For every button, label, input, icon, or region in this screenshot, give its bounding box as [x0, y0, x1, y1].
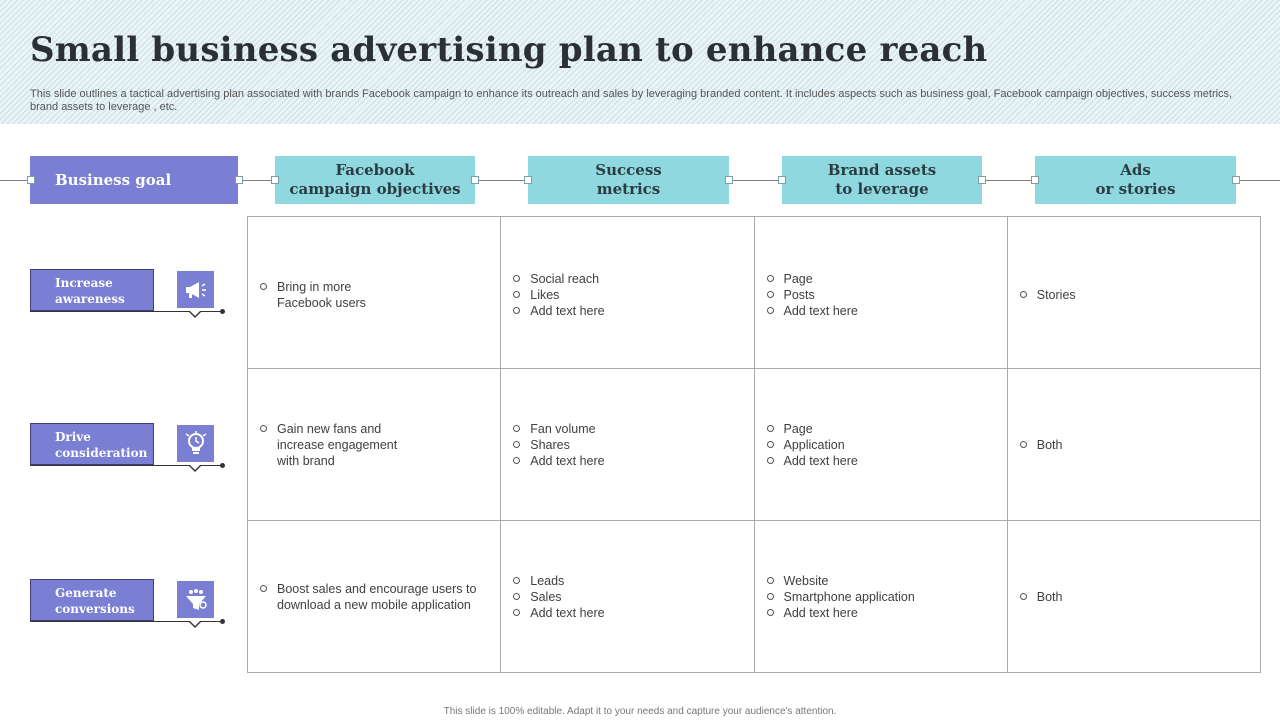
- cell-assets: Page Application Add text here: [753, 368, 1008, 521]
- list-item-text: Boost sales and encourage users to: [277, 582, 477, 596]
- connector-handle: [1031, 176, 1039, 184]
- list-item: Both: [1019, 437, 1248, 453]
- list-item: Both: [1019, 589, 1248, 605]
- goal-underline: [30, 311, 222, 312]
- header-band: [0, 0, 1280, 124]
- connector-handle: [725, 176, 733, 184]
- goal-line-notch: [189, 311, 201, 318]
- list-item: Page: [766, 421, 995, 437]
- list-item: Application: [766, 437, 995, 453]
- goal-label-line2: conversions: [55, 602, 135, 616]
- connector-handle: [27, 176, 35, 184]
- table-row: Gain new fans and increase engagement with…: [246, 368, 1262, 521]
- list-item: Add text here: [766, 605, 995, 621]
- header-ads-or-stories-line2: or stories: [1095, 180, 1176, 198]
- list-item: Add text here: [766, 303, 995, 319]
- header-campaign-objectives-line1: Facebook: [335, 161, 415, 179]
- list-item: Add text here: [766, 453, 995, 469]
- header-ads-or-stories: Ads or stories: [1035, 156, 1236, 204]
- list-item: Shares: [513, 437, 741, 453]
- connector-handle: [235, 176, 243, 184]
- header-ads-or-stories-line1: Ads: [1120, 161, 1151, 179]
- list-item: Add text here: [513, 303, 741, 319]
- list-item: Posts: [766, 287, 995, 303]
- list-item: Social reach: [513, 271, 741, 287]
- cell-ads: Both: [1006, 368, 1262, 521]
- cell-objective: Gain new fans and increase engagement with…: [246, 368, 502, 521]
- cell-assets: Page Posts Add text here: [753, 216, 1008, 369]
- connector-handle: [1232, 176, 1240, 184]
- goal-underline: [30, 621, 222, 622]
- footer-note: This slide is 100% editable. Adapt it to…: [443, 706, 837, 717]
- connector-handle: [524, 176, 532, 184]
- header-success-metrics-line1: Success: [595, 161, 662, 179]
- cell-assets: Website Smartphone application Add text …: [753, 520, 1008, 673]
- list-item: Boost sales and encourage users to downlo…: [260, 581, 488, 613]
- list-item-text: Bring in more: [277, 280, 352, 294]
- connector-handle: [978, 176, 986, 184]
- goal-label-increase-awareness: Increase awareness: [30, 269, 154, 311]
- header-business-goal: Business goal: [30, 156, 238, 204]
- goal-line-dot: [220, 463, 225, 468]
- cell-metrics: Leads Sales Add text here: [500, 520, 755, 673]
- cell-objective: Boost sales and encourage users to downlo…: [246, 520, 502, 673]
- header-success-metrics: Success metrics: [528, 156, 729, 204]
- header-brand-assets-line1: Brand assets: [827, 161, 937, 179]
- header-brand-assets-line2: to leverage: [835, 180, 929, 198]
- goal-underline: [30, 465, 222, 466]
- list-item: Gain new fans and increase engagement with…: [260, 421, 488, 469]
- goal-line-notch: [189, 465, 201, 472]
- list-item-text: Gain new fans and: [277, 422, 382, 436]
- header-campaign-objectives-line2: campaign objectives: [289, 180, 461, 198]
- goal-line-notch: [189, 621, 201, 628]
- goal-label-line1: Generate: [55, 586, 117, 600]
- connector-handle: [471, 176, 479, 184]
- list-item-text: with brand: [277, 454, 335, 468]
- lightbulb-icon: [177, 425, 214, 462]
- list-item: Fan volume: [513, 421, 741, 437]
- goal-label-line1: Drive: [55, 430, 91, 444]
- list-item: Add text here: [513, 605, 741, 621]
- list-item: Website: [766, 573, 995, 589]
- cell-ads: Both: [1006, 520, 1262, 673]
- cell-ads: Stories: [1006, 216, 1262, 369]
- page-subtitle: This slide outlines a tactical advertisi…: [30, 88, 1233, 113]
- goal-line-dot: [220, 619, 225, 624]
- table-row: Boost sales and encourage users to downlo…: [246, 520, 1262, 673]
- header-success-metrics-line2: metrics: [596, 180, 661, 198]
- connector-handle: [778, 176, 786, 184]
- goal-label-line2: awareness: [55, 292, 125, 306]
- list-item: Smartphone application: [766, 589, 995, 605]
- list-item: Sales: [513, 589, 741, 605]
- goal-label-generate-conversions: Generate conversions: [30, 579, 154, 621]
- goal-line-dot: [220, 309, 225, 314]
- megaphone-icon: [177, 271, 214, 308]
- list-item: Stories: [1019, 287, 1248, 303]
- funnel-icon: [177, 581, 214, 618]
- list-item: Leads: [513, 573, 741, 589]
- goal-label-line1: Increase: [55, 276, 113, 290]
- cell-metrics: Fan volume Shares Add text here: [500, 368, 755, 521]
- list-item: Page: [766, 271, 995, 287]
- cell-metrics: Social reach Likes Add text here: [500, 216, 755, 369]
- goal-label-line2: consideration: [55, 446, 148, 460]
- goal-label-drive-consideration: Drive consideration: [30, 423, 154, 465]
- list-item-text: download a new mobile application: [277, 598, 471, 612]
- list-item: Add text here: [513, 453, 741, 469]
- list-item: Likes: [513, 287, 741, 303]
- connector-handle: [271, 176, 279, 184]
- list-item-text: increase engagement: [277, 438, 398, 452]
- header-campaign-objectives: Facebook campaign objectives: [275, 156, 475, 204]
- header-brand-assets: Brand assets to leverage: [782, 156, 982, 204]
- page-title: Small business advertising plan to enhan…: [30, 30, 988, 70]
- header-business-goal-label: Business goal: [55, 170, 172, 189]
- list-item-text: Facebook users: [277, 296, 366, 310]
